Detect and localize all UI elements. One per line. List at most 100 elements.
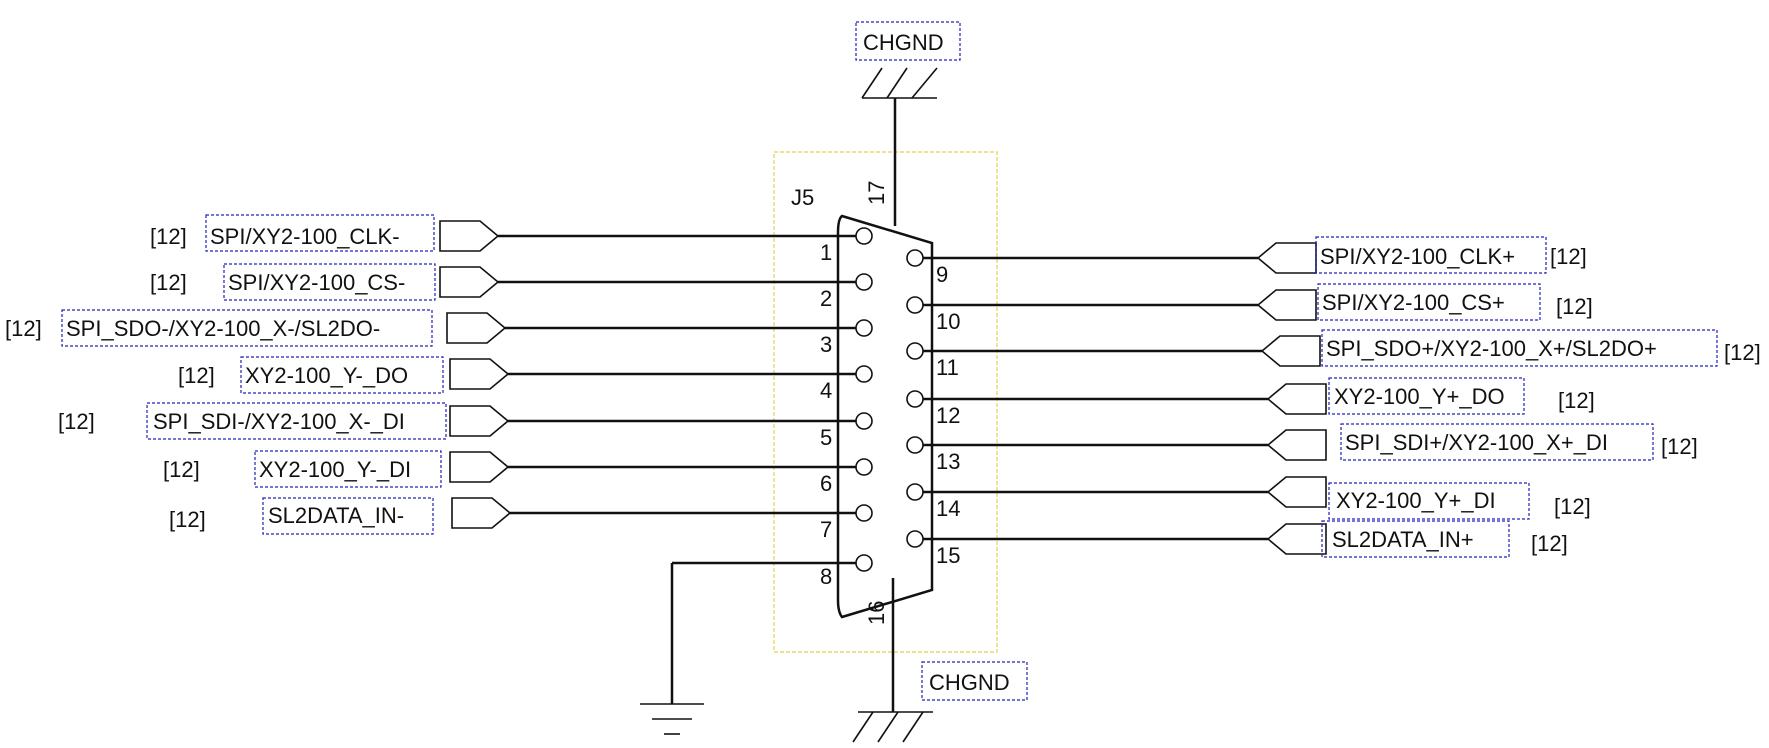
net-label-box (1317, 283, 1541, 321)
sheet-reference: [12] (169, 507, 206, 532)
chgnd-top-label-box (855, 21, 961, 61)
port-flag-icon (449, 358, 510, 390)
port-flag-icon (1266, 429, 1327, 461)
net-label-box (254, 450, 442, 488)
net-label-box (146, 402, 447, 440)
net-label-box (1321, 329, 1718, 367)
pin-number: 5 (820, 425, 832, 450)
net-label-box (262, 497, 434, 535)
pin-16-number: 16 (864, 601, 889, 625)
net-label-box (61, 309, 433, 347)
pin-contact (855, 319, 873, 337)
pin-number: 2 (820, 286, 832, 311)
left-net-3: 3 SPI_SDO-/XY2-100_X-/SL2DO- [12] (5, 309, 873, 357)
net-label: SPI/XY2-100_CS+ (1322, 290, 1505, 315)
net-label: SL2DATA_IN- (268, 503, 404, 528)
pin-number: 11 (936, 355, 959, 380)
pin-number: 15 (936, 543, 960, 568)
net-label: XY2-100_Y-_DO (245, 363, 408, 388)
port-flag-icon (446, 312, 507, 344)
pin-17-number: 17 (864, 181, 889, 205)
sheet-reference: [12] (1531, 531, 1568, 556)
sheet-reference: [12] (150, 224, 187, 249)
port-flag-icon (1256, 242, 1317, 274)
pin-number: 3 (820, 332, 832, 357)
pin-contact (906, 249, 924, 267)
pin-contact (855, 227, 873, 245)
sheet-reference: [12] (58, 409, 95, 434)
net-label: XY2-100_Y-_DI (259, 457, 411, 482)
component-outline (773, 151, 998, 653)
pin-contact (855, 458, 873, 476)
net-label: XY2-100_Y+_DI (1336, 488, 1496, 513)
chgnd-bottom-label: CHGND (929, 670, 1010, 695)
sheet-reference: [12] (1724, 340, 1761, 365)
sheet-reference: [12] (5, 316, 42, 341)
net-label-box (1315, 236, 1547, 274)
sheet-reference: [12] (1558, 388, 1595, 413)
port-flag-icon (1256, 289, 1317, 321)
pin-contact (855, 365, 873, 383)
left-net-5: 5 SPI_SDI-/XY2-100_X-_DI [12] (58, 402, 873, 450)
net-label: SPI_SDI+/XY2-100_X+_DI (1345, 430, 1608, 455)
pin-number: 14 (936, 496, 960, 521)
pin-contact (906, 436, 924, 454)
net-label-box (205, 214, 435, 252)
net-label-box (1321, 520, 1510, 558)
pin-contact (906, 296, 924, 314)
chgnd-bottom-label-box (921, 661, 1028, 701)
pin-number: 1 (820, 240, 832, 265)
pin-contact (906, 342, 924, 360)
port-flag-icon (451, 497, 512, 529)
right-net-14: 14 XY2-100_Y+_DI [12] (906, 476, 1591, 521)
pin-8-number: 8 (820, 564, 832, 589)
sheet-reference: [12] (1550, 244, 1587, 269)
port-flag-icon (439, 266, 500, 298)
net-label: SPI_SDO-/XY2-100_X-/SL2DO- (66, 316, 380, 341)
pin-contact (906, 390, 924, 408)
port-flag-icon (1260, 335, 1321, 367)
net-label: SPI_SDO+/XY2-100_X+/SL2DO+ (1326, 336, 1657, 361)
pin-number: 6 (820, 471, 832, 496)
pin-number: 9 (936, 262, 948, 287)
net-label: XY2-100_Y+_DO (1334, 384, 1505, 409)
left-net-7: 7 SL2DATA_IN- [12] (169, 497, 873, 542)
dsub-connector-body (836, 214, 934, 619)
port-flag-icon (439, 220, 500, 252)
left-net-2: 2 SPI/XY2-100_CS- [12] (150, 263, 873, 311)
pin-contact (855, 504, 873, 522)
right-net-11: 11 SPI_SDO+/XY2-100_X+/SL2DO+ [12] (906, 329, 1761, 380)
pin-number: 13 (936, 449, 960, 474)
pin-contact (906, 530, 924, 548)
chassis-ground-top-symbol (861, 67, 938, 99)
net-label-box (240, 356, 444, 394)
sheet-reference: [12] (163, 457, 200, 482)
pin-8-ground-net (640, 554, 873, 735)
sheet-reference: [12] (178, 363, 215, 388)
net-label-box (1328, 482, 1530, 520)
sheet-reference: [12] (1554, 494, 1591, 519)
sheet-reference: [12] (150, 270, 187, 295)
port-flag-icon (1266, 523, 1327, 555)
net-label-box (1340, 423, 1654, 461)
pin-number: 4 (820, 378, 832, 403)
sheet-reference: [12] (1556, 294, 1593, 319)
net-label-box (223, 263, 436, 301)
net-label: SPI_SDI-/XY2-100_X-_DI (153, 409, 405, 434)
port-flag-icon (1266, 476, 1327, 508)
pin-number: 10 (936, 309, 960, 334)
port-flag-icon (449, 405, 510, 437)
net-label: SPI/XY2-100_CS- (228, 270, 405, 295)
designator: J5 (791, 185, 814, 210)
chgnd-top-label: CHGND (863, 30, 944, 55)
port-flag-icon (1266, 383, 1327, 415)
left-net-4: 4 XY2-100_Y-_DO [12] (178, 356, 873, 403)
pin-number: 7 (820, 517, 832, 542)
